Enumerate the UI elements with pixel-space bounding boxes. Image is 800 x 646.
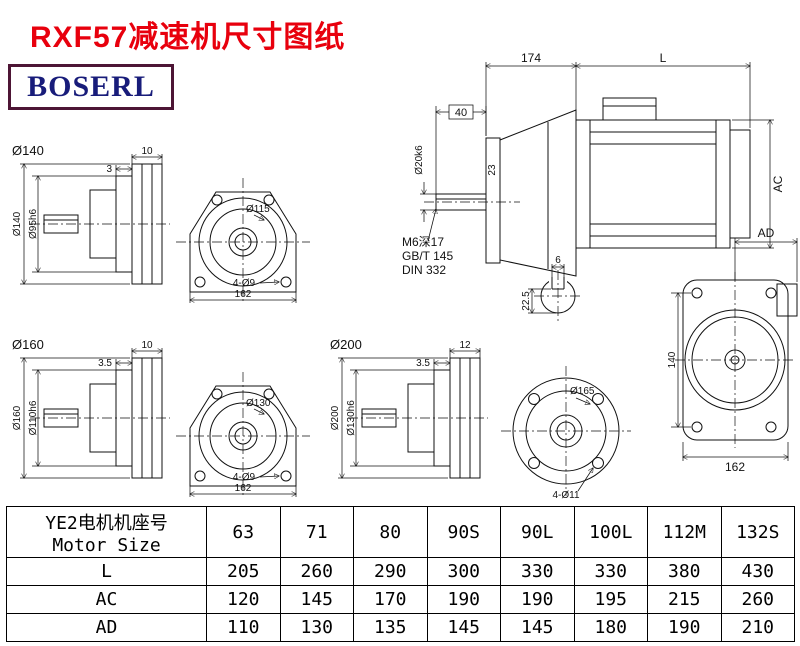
- dim-AC: AC: [771, 175, 785, 192]
- dim-flange-width: 162: [235, 289, 252, 300]
- table-cell: 80: [353, 506, 428, 558]
- flange-200-drawing: Ø200 12 3.5 Ø200 Ø130h6 Ø165 4-Ø11: [330, 337, 631, 501]
- dim-spigot-step: 3.5: [98, 358, 112, 369]
- dim-key-depth: 22.5: [521, 291, 532, 311]
- table-cell: 330: [573, 557, 648, 586]
- table-cell: 215: [647, 585, 722, 614]
- brand-logo: BOSERL: [8, 64, 174, 110]
- table-cell: 90S: [426, 506, 501, 558]
- flange-140-drawing: Ø140 10 3 Ø140 Ø95h6 Ø115 4-Ø9: [12, 143, 310, 303]
- dim-bolt-circle: Ø165: [570, 386, 595, 397]
- table-cell: 190: [426, 585, 501, 614]
- table-cell: 112M: [647, 506, 722, 558]
- dim-AD: AD: [758, 226, 775, 240]
- dim-flange-spigot: Ø95h6: [28, 209, 39, 239]
- table-cell: 195: [573, 585, 648, 614]
- dim-flange-outer: Ø140: [12, 211, 23, 236]
- dim-flange-outer: Ø160: [12, 405, 23, 430]
- dim-162: 162: [725, 460, 745, 474]
- table-cell: 205: [206, 557, 281, 586]
- table-cell: 145: [279, 585, 354, 614]
- main-assembly-drawing: 174 L 40 Ø20k6 23: [402, 51, 785, 322]
- dim-flange-spigot: Ø110h6: [28, 400, 39, 435]
- dim-bolt-circle: Ø115: [246, 204, 270, 215]
- motor-size-header-cn: YE2电机机座号: [45, 512, 168, 534]
- table-cell: 260: [279, 557, 354, 586]
- row-label: AC: [6, 585, 207, 614]
- table-row-L: L 205 260 290 300 330 330 380 430: [6, 557, 795, 586]
- dim-174: 174: [521, 51, 541, 65]
- note-std-din: DIN 332: [402, 263, 446, 277]
- table-cell: 170: [353, 585, 428, 614]
- table-cell: 90L: [500, 506, 575, 558]
- dim-flange-thickness: 10: [141, 146, 153, 157]
- table-cell: 71: [279, 506, 354, 558]
- dim-bolt-circle: Ø130: [246, 398, 271, 409]
- brand-logo-text: BOSERL: [27, 70, 155, 103]
- table-cell: 190: [647, 613, 722, 642]
- table-cell: 290: [353, 557, 428, 586]
- dim-shaft-dia: Ø20k6: [414, 145, 425, 175]
- table-cell: 63: [206, 506, 281, 558]
- flange-200-label: Ø200: [330, 337, 362, 352]
- dim-140: 140: [667, 351, 678, 368]
- dim-flange-thickness: 10: [141, 340, 153, 351]
- dim-flange-thickness: 12: [459, 340, 471, 351]
- table-cell: 120: [206, 585, 281, 614]
- table-row-AD: AD 110 130 135 145 145 180 190 210: [6, 613, 795, 642]
- note-tap: M6深17: [402, 235, 444, 249]
- table-cell: 100L: [573, 506, 648, 558]
- table-cell: 145: [500, 613, 575, 642]
- table-cell: 135: [353, 613, 428, 642]
- dim-shaft-length: 40: [455, 107, 467, 119]
- dim-spigot-step: 3.5: [416, 358, 430, 369]
- table-cell: 145: [426, 613, 501, 642]
- table-cell: 132S: [720, 506, 795, 558]
- table-cell: 180: [573, 613, 648, 642]
- dim-spigot-step: 3: [106, 164, 112, 175]
- dim-holes: 4-Ø9: [233, 472, 256, 483]
- table-cell: 110: [206, 613, 281, 642]
- dimension-table: YE2电机机座号 Motor Size 63 71 80 90S 90L 100…: [6, 506, 795, 642]
- flange-140-label: Ø140: [12, 143, 44, 158]
- motor-size-header-en: Motor Size: [52, 534, 161, 556]
- dim-holes: 4-Ø9: [233, 278, 256, 289]
- dim-key-width: 6: [555, 255, 561, 266]
- dim-flange-outer: Ø200: [330, 405, 341, 430]
- dim-flange-spigot: Ø130h6: [346, 400, 357, 436]
- flange-160-label: Ø160: [12, 337, 44, 352]
- note-std-gbt: GB/T 145: [402, 249, 453, 263]
- row-label: L: [6, 557, 207, 586]
- motor-size-header: YE2电机机座号 Motor Size: [6, 506, 207, 558]
- flange-160-drawing: Ø160 10 3.5 Ø160 Ø110h6 Ø130 4-Ø9: [12, 337, 310, 497]
- table-cell: 330: [500, 557, 575, 586]
- table-cell: 210: [720, 613, 795, 642]
- table-cell: 380: [647, 557, 722, 586]
- table-cell: 260: [720, 585, 795, 614]
- dim-L: L: [660, 51, 667, 65]
- page-title: RXF57减速机尺寸图纸: [30, 21, 346, 54]
- table-header-row: YE2电机机座号 Motor Size 63 71 80 90S 90L 100…: [6, 506, 795, 558]
- gearbox-end-view-drawing: AD 140 162: [667, 226, 798, 474]
- table-cell: 130: [279, 613, 354, 642]
- row-label: AD: [6, 613, 207, 642]
- table-cell: 430: [720, 557, 795, 586]
- table-row-AC: AC 120 145 170 190 190 195 215 260: [6, 585, 795, 614]
- table-cell: 300: [426, 557, 501, 586]
- dim-hub: 23: [487, 164, 498, 176]
- dim-flange-width: 162: [235, 483, 252, 494]
- dim-holes: 4-Ø11: [552, 490, 579, 501]
- table-cell: 190: [500, 585, 575, 614]
